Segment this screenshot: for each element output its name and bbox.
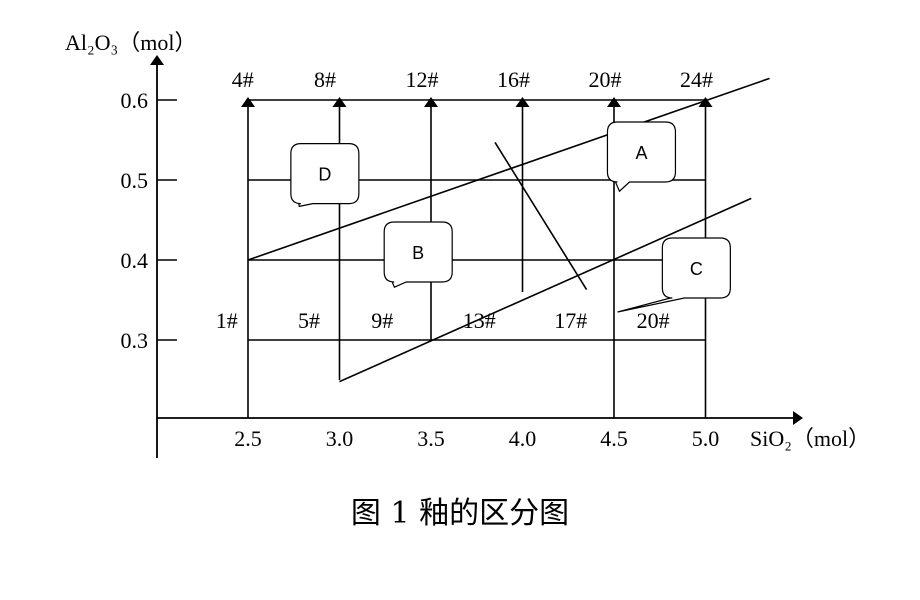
x-tick-label: 2.5 (234, 426, 262, 451)
bottom-sample-label: 20# (637, 308, 670, 333)
x-axis-title: SiO₂（mol） (750, 426, 870, 451)
chart-title: 图 1 釉的区分图 (350, 496, 570, 531)
axes: 0.6 0.5 0.4 0.3 2.5 3.0 3.5 4.0 4.5 5.0 (121, 55, 803, 458)
y-tick-label: 0.4 (121, 248, 149, 273)
region-callout-a (606, 121, 677, 193)
boundary-lines (247, 77, 770, 383)
region-callout-b (383, 221, 453, 288)
point-labels: 4# 8# 12# 16# 20# 24# 1# 5# 9# 13# 17# 20# (216, 67, 713, 333)
region-callouts: D A B C (290, 121, 731, 313)
top-sample-label: 20# (589, 67, 622, 92)
top-sample-label: 8# (314, 67, 336, 92)
x-tick-label: 4.5 (600, 426, 628, 451)
boundary-line-upper (247, 77, 770, 261)
top-sample-label: 12# (406, 67, 439, 92)
region-callout-d (290, 143, 360, 208)
y-axis-title: Al₂O₃（mol） (65, 30, 196, 55)
top-sample-label: 16# (497, 67, 530, 92)
x-tick-label: 3.5 (417, 426, 445, 451)
y-tick-label: 0.5 (121, 168, 149, 193)
top-sample-label: 24# (680, 67, 713, 92)
region-label-c: C (690, 259, 703, 279)
bottom-sample-label: 5# (298, 308, 320, 333)
y-tick-label: 0.3 (121, 328, 149, 353)
top-sample-label: 4# (232, 67, 254, 92)
x-tick-label: 3.0 (326, 426, 354, 451)
bottom-sample-label: 1# (216, 308, 238, 333)
region-label-a: A (635, 143, 647, 163)
bottom-sample-label: 13# (463, 308, 496, 333)
boundary-line-cross (494, 141, 588, 291)
y-tick-label: 0.6 (121, 88, 149, 113)
boundary-line-lower (339, 197, 752, 383)
region-label-b: B (412, 243, 424, 263)
bottom-sample-label: 9# (371, 308, 393, 333)
x-tick-label: 4.0 (509, 426, 537, 451)
region-label-d: D (318, 165, 331, 185)
bottom-sample-label: 17# (554, 308, 587, 333)
x-tick-label: 5.0 (692, 426, 720, 451)
region-callout-c (617, 237, 731, 313)
